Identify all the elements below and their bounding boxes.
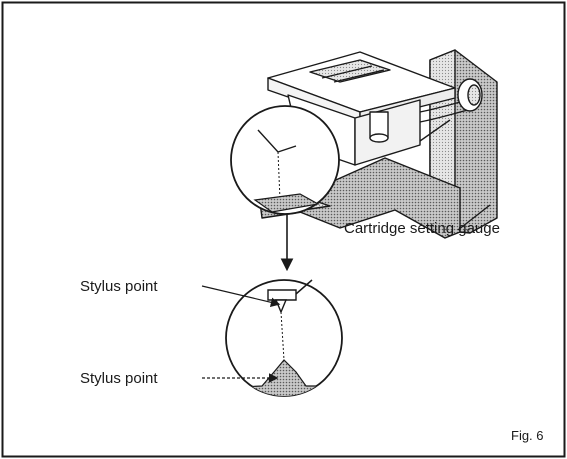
gauge-label: Cartridge setting gauge: [344, 220, 500, 237]
stylus-point-upper-label: Stylus point: [80, 278, 158, 295]
lower-magnifier: [225, 279, 343, 397]
upper-magnifier: [230, 105, 340, 215]
figure-number: Fig. 6: [511, 428, 544, 443]
stylus-point-lower-label: Stylus point: [80, 370, 158, 387]
leader-lines: [201, 285, 281, 383]
